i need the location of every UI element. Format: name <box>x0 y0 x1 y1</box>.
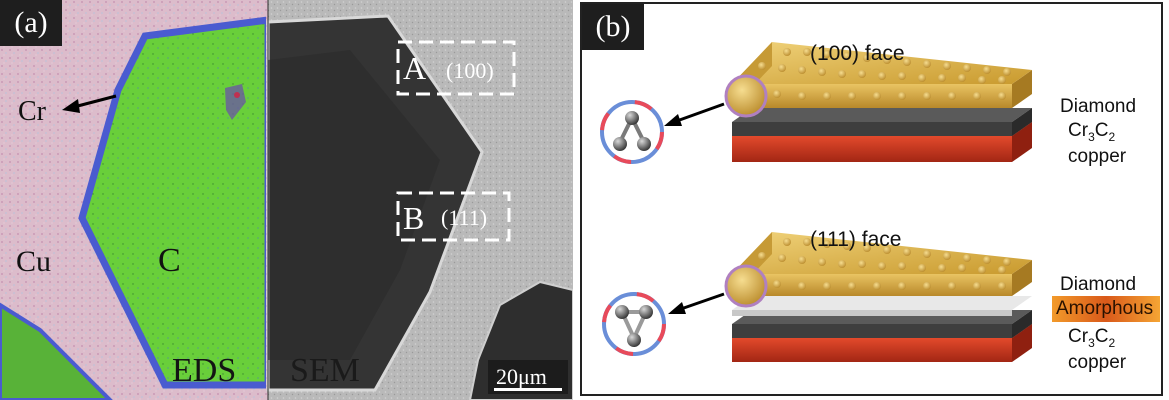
scale-bar-label: 20μm <box>496 364 547 389</box>
label-cr: Cr <box>18 96 46 127</box>
top-label-carbide: Cr3C2 <box>1068 120 1116 144</box>
bottom-face-title: (111) face <box>810 228 902 251</box>
top-label-diamond: Diamond <box>1060 96 1137 117</box>
micrograph <box>0 0 573 400</box>
panel-b: (b) (100) face Diamond Cr3C2 copper (111… <box>580 2 1163 396</box>
top-stack <box>600 42 1032 164</box>
label-cu: Cu <box>16 245 52 278</box>
layer-diagram <box>600 42 1160 362</box>
box-b <box>396 191 511 242</box>
box-a-letter: A <box>403 50 427 86</box>
bottom-label-amorphous: Amorphous <box>1056 298 1154 319</box>
eds-green-fragment <box>0 302 113 400</box>
label-c: C <box>158 242 181 279</box>
scale-bar <box>494 388 562 391</box>
panel-a: (a) Cr Cu C EDS SEM A (100) B (111) 20μm <box>0 0 573 400</box>
bottom-label-copper: copper <box>1068 352 1127 373</box>
panel-b-tag: (b) <box>582 4 644 50</box>
label-eds: EDS <box>172 352 237 389</box>
panel-a-tag: (a) <box>0 0 62 46</box>
amorphous-box <box>1052 296 1160 322</box>
box-a-face: (100) <box>446 58 494 83</box>
bottom-label-carbide: Cr3C2 <box>1068 326 1116 350</box>
bottom-stack <box>602 232 1032 362</box>
top-label-copper: copper <box>1068 146 1127 167</box>
box-b-face: (111) <box>441 205 488 230</box>
box-b-letter: B <box>403 200 425 236</box>
bottom-label-diamond: Diamond <box>1060 274 1137 295</box>
label-sem: SEM <box>290 352 360 389</box>
top-face-title: (100) face <box>810 42 905 65</box>
